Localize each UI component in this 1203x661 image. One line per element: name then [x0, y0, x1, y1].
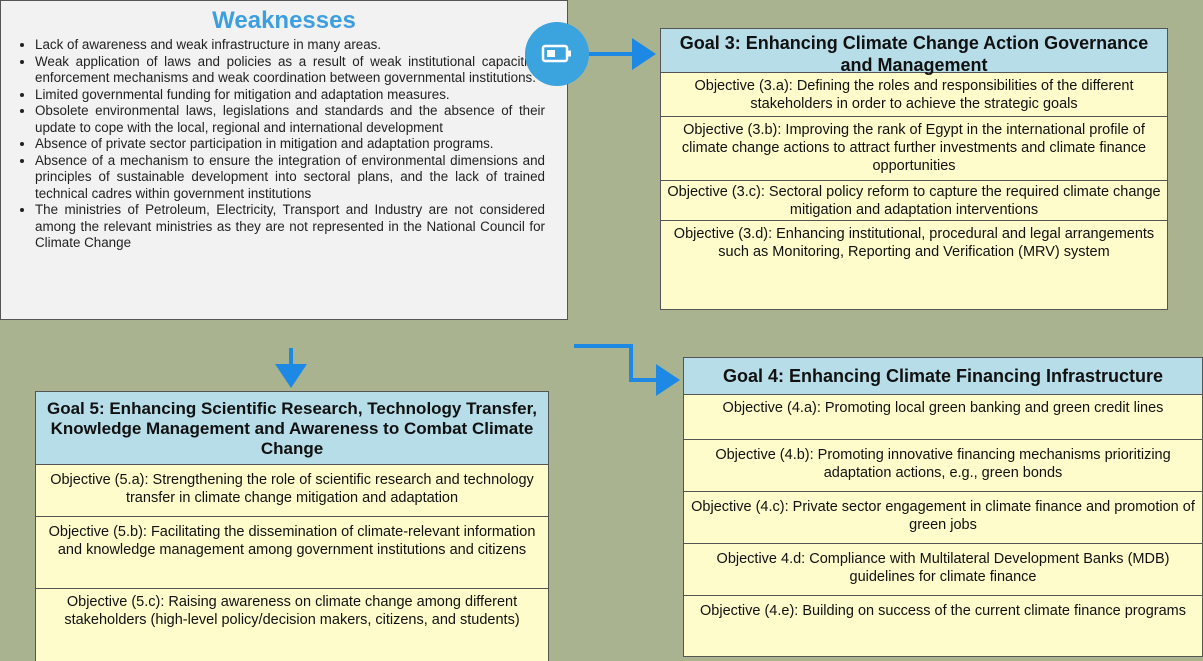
goal3-objective: Objective (3.b): Improving the rank of E…: [661, 117, 1167, 181]
goal4-box: Goal 4: Enhancing Climate Financing Infr…: [683, 357, 1203, 657]
weakness-item: Limited governmental funding for mitigat…: [35, 87, 545, 104]
weaknesses-list: Lack of awareness and weak infrastructur…: [1, 37, 567, 252]
weakness-item: Lack of awareness and weak infrastructur…: [35, 37, 545, 54]
weakness-item: Absence of a mechanism to ensure the int…: [35, 153, 545, 203]
goal3-objective: Objective (3.a): Defining the roles and …: [661, 73, 1167, 117]
weakness-item: Absence of private sector participation …: [35, 136, 545, 153]
goal4-title: Goal 4: Enhancing Climate Financing Infr…: [684, 358, 1202, 395]
weakness-item: Obsolete environmental laws, legislation…: [35, 103, 545, 136]
goal4-objective: Objective (4.e): Building on success of …: [684, 596, 1202, 656]
goal5-objective: Objective (5.a): Strengthening the role …: [36, 465, 548, 517]
goal4-objective: Objective 4.d: Compliance with Multilate…: [684, 544, 1202, 596]
goal3-objective: Objective (3.c): Sectoral policy reform …: [661, 181, 1167, 221]
weaknesses-box: Weaknesses Lack of awareness and weak in…: [0, 0, 568, 320]
weakness-item: The ministries of Petroleum, Electricity…: [35, 202, 545, 252]
goal5-title: Goal 5: Enhancing Scientific Research, T…: [36, 392, 548, 465]
goal3-box: Goal 3: Enhancing Climate Change Action …: [660, 28, 1168, 310]
weaknesses-title: Weaknesses: [212, 7, 356, 34]
weakness-item: Weak application of laws and policies as…: [35, 54, 545, 87]
goal4-objective: Objective (4.a): Promoting local green b…: [684, 395, 1202, 440]
battery-icon: [541, 44, 571, 63]
connector-arrows: [275, 38, 680, 396]
goal4-objective: Objective (4.c): Private sector engageme…: [684, 492, 1202, 544]
goal3-title: Goal 3: Enhancing Climate Change Action …: [661, 29, 1167, 75]
arrow-to-goal4: [574, 344, 680, 396]
goal4-objective: Objective (4.b): Promoting innovative fi…: [684, 440, 1202, 492]
goal3-objective: Objective (3.d): Enhancing institutional…: [661, 221, 1167, 309]
goal5-box: Goal 5: Enhancing Scientific Research, T…: [35, 391, 549, 661]
goal5-objective: Objective (5.c): Raising awareness on cl…: [36, 589, 548, 661]
battery-icon-circle: [525, 22, 589, 86]
goal5-objective: Objective (5.b): Facilitating the dissem…: [36, 517, 548, 589]
